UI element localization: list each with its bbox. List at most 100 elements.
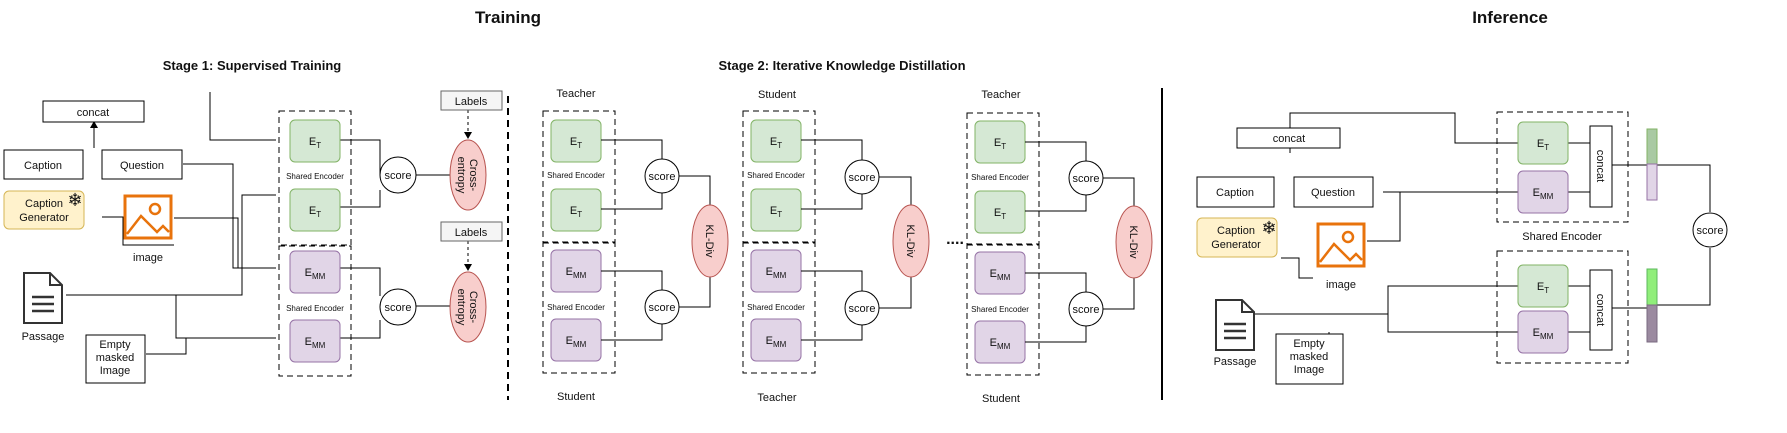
text-encoder-1 <box>289 119 341 163</box>
passage-label: Passage <box>22 331 65 343</box>
inf-text-encoder-1 <box>1517 121 1569 165</box>
block-b-l1 <box>801 139 863 160</box>
mm-encoder-1-label: EMM <box>305 267 326 281</box>
inf-mm-encoder-1 <box>1517 170 1569 214</box>
inf-concat-vertical-1-label: concat <box>1594 150 1606 182</box>
labels-label-1: Labels <box>455 96 488 108</box>
block-a-kl-l2 <box>679 275 711 308</box>
block-a-l1 <box>601 139 663 160</box>
inf-passage-mm-line <box>1387 314 1518 333</box>
score-label-2: score <box>385 302 412 314</box>
empty-label-1: Empty <box>99 339 131 351</box>
inf-vector-1-bottom <box>1646 163 1658 201</box>
block-b-text-encoder-2 <box>750 188 802 232</box>
stage1-group: concat Caption Question Caption Generato… <box>3 90 503 384</box>
block-a-l4 <box>601 323 663 341</box>
block-b-top-label: Student <box>758 89 796 101</box>
block-c-text-frame <box>966 112 1040 245</box>
block-b-emm2-label: EMM <box>766 335 787 349</box>
block-b-l2 <box>801 193 863 210</box>
inf-shared-encoder-frame-2 <box>1496 250 1629 364</box>
block-b-se-label-1: Shared Encoder <box>747 171 805 180</box>
mm-encoder-2 <box>289 319 341 363</box>
passage-icon <box>22 271 64 325</box>
kl-div-3-label: KL-Div <box>1127 225 1139 259</box>
concat-box <box>42 100 145 123</box>
block-a-text-encoder-1 <box>550 119 602 163</box>
text-encoder-2 <box>289 188 341 232</box>
block-c-se-label-1: Shared Encoder <box>971 173 1029 182</box>
cross-entropy-2 <box>449 271 487 343</box>
block-b-bottom-label: Teacher <box>757 392 796 404</box>
inf-caption-generator-label-1: Caption <box>1217 225 1255 237</box>
inf-empty-image-box <box>1275 333 1344 385</box>
block-c-et2-label: ET <box>994 207 1006 221</box>
inf-snowflake-icon: ❄ <box>1261 218 1276 238</box>
block-a-emm1-label: EMM <box>566 266 587 280</box>
block-a-l2 <box>601 192 663 210</box>
inf-score-label: score <box>1697 225 1724 237</box>
block-b-kl-l1 <box>879 176 912 205</box>
inf-question-label: Question <box>1311 187 1355 199</box>
inf-vec1-score <box>1657 164 1711 212</box>
inf-caption-label: Caption <box>1216 187 1254 199</box>
block-b-mm-frame <box>742 242 816 374</box>
block-c-l1 <box>1025 141 1087 161</box>
inf-passage-line <box>1234 285 1518 315</box>
block-c-text-encoder-2 <box>974 190 1026 234</box>
inf-concat-label: concat <box>1273 133 1305 145</box>
empty-image-box <box>85 334 146 384</box>
passage-to-et2-line <box>66 194 276 296</box>
inf-mm-encoder-2 <box>1517 310 1569 354</box>
cross-entropy-1 <box>449 139 487 211</box>
block-a-emm2-label: EMM <box>566 335 587 349</box>
inf-concat-vertical-2-label: concat <box>1594 294 1606 326</box>
block-a-text-encoder-2 <box>550 188 602 232</box>
ellipsis: .... <box>946 231 964 248</box>
kl-div-1 <box>691 204 729 278</box>
shared-encoder-label-2: Shared Encoder <box>286 304 344 313</box>
generator-to-image-line <box>102 216 174 246</box>
labels-box-2 <box>440 221 503 242</box>
inf-concat-vertical-2 <box>1589 269 1613 351</box>
training-title: Training <box>475 8 541 27</box>
question-line <box>183 163 276 269</box>
score-label-1: score <box>385 170 412 182</box>
empty-label-3: Image <box>100 365 131 377</box>
stage2-title: Stage 2: Iterative Knowledge Distillatio… <box>718 58 965 73</box>
block-c-mm-frame <box>966 244 1040 376</box>
image-label: image <box>133 252 163 264</box>
block-c-kl-l1 <box>1103 177 1135 206</box>
block-a-bottom-label: Student <box>557 391 595 403</box>
inf-empty-label-1: Empty <box>1293 338 1325 350</box>
stage2-group: Teacher ET Shared Encoder ET EMM Shared … <box>542 88 1153 405</box>
caption-generator-box <box>3 190 85 230</box>
block-c-et1-label: ET <box>994 137 1006 151</box>
inf-caption-box <box>1196 176 1275 208</box>
block-c-l3 <box>1025 272 1087 293</box>
empty-line <box>146 338 187 355</box>
block-b-l4 <box>801 324 863 341</box>
caption-generator-label-1: Caption <box>25 198 63 210</box>
inf-vec2-score <box>1657 248 1711 306</box>
kl-div-2 <box>892 204 930 278</box>
block-c-bottom-label: Student <box>982 393 1020 405</box>
block-a-et1-label: ET <box>570 136 582 150</box>
et2-score-line <box>335 190 381 208</box>
inference-group: concat Caption Question Caption Generato… <box>1196 111 1728 385</box>
inf-shared-encoder-label: Shared Encoder <box>1522 231 1602 243</box>
block-b-score-label-1: score <box>849 172 876 184</box>
score-node-1 <box>379 156 417 194</box>
inf-vector-1-top <box>1646 128 1658 165</box>
empty-label-2: masked <box>96 352 135 364</box>
block-a-se-label-1: Shared Encoder <box>547 171 605 180</box>
block-a-score-label-2: score <box>649 302 676 314</box>
block-a-kl-l1 <box>679 175 711 205</box>
block-a-se-label-2: Shared Encoder <box>547 303 605 312</box>
emm2-score-line <box>335 320 381 339</box>
question-label: Question <box>120 160 164 172</box>
inference-title: Inference <box>1472 8 1548 27</box>
inf-vector-2-top <box>1646 268 1658 306</box>
block-b-se-label-2: Shared Encoder <box>747 303 805 312</box>
shared-encoder-label-1: Shared Encoder <box>286 172 344 181</box>
